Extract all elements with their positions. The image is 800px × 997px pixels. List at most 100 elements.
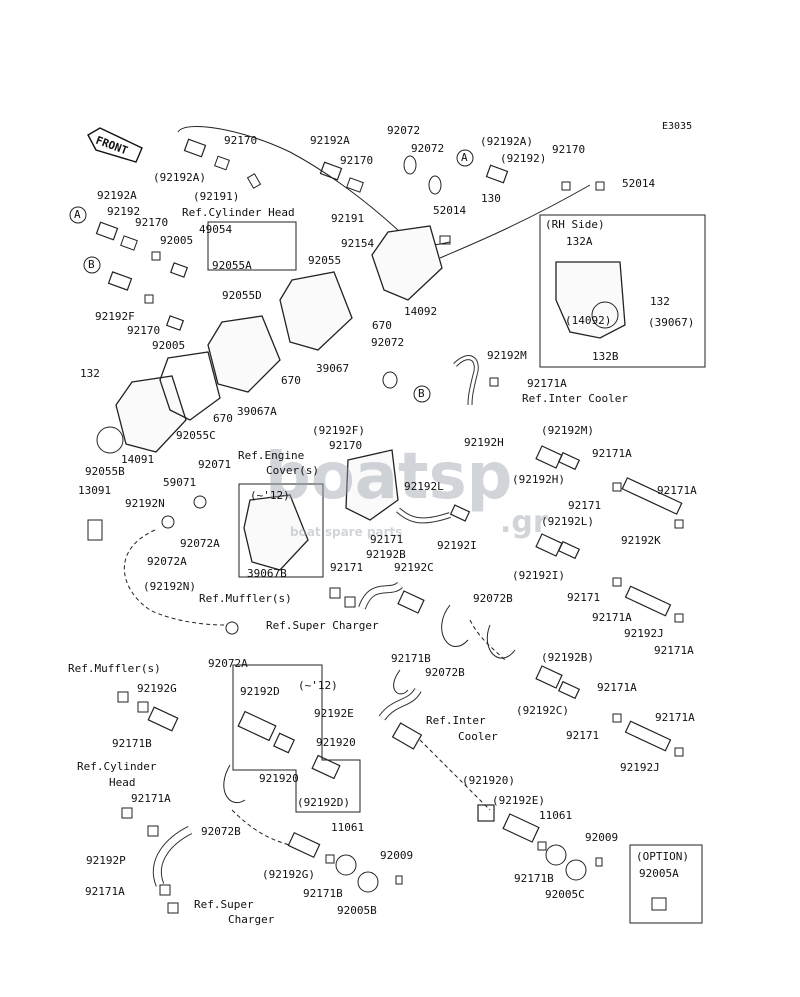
part-label: 132: [80, 367, 100, 380]
part-label: 92171B: [112, 737, 152, 750]
part-label: 92009: [380, 849, 414, 862]
part-label: 92170: [340, 154, 374, 167]
part-label: 92192M: [487, 349, 527, 362]
option-title: (OPTION): [636, 850, 689, 863]
part-label: 132B: [592, 350, 619, 363]
front-arrow-icon: [87, 127, 143, 163]
part-label: 92192J: [624, 627, 664, 640]
part-label: (92192D): [297, 796, 350, 809]
ref-label: Head: [109, 776, 136, 789]
part-label: 92072: [411, 142, 445, 155]
part-label: (92192I): [512, 569, 565, 582]
part-label: 92192I: [437, 539, 477, 552]
part-label: 92171A: [655, 711, 695, 724]
part-label: 14091: [121, 453, 155, 466]
watermark-subtitle: boat spare parts: [290, 525, 403, 539]
part-label: 92192E: [314, 707, 354, 720]
part-label: 92171B: [391, 652, 431, 665]
part-label: 39067A: [237, 405, 277, 418]
part-label: 92192P: [86, 854, 126, 867]
part-label: 92171B: [514, 872, 554, 885]
part-label: 14092: [404, 305, 438, 318]
part-label: 92071: [198, 458, 232, 471]
part-label: 92171A: [85, 885, 125, 898]
part-label: 92171A: [657, 484, 697, 497]
part-label: (92192E): [492, 794, 545, 807]
ref-label: Ref.Inter: [426, 714, 486, 727]
part-label: 92005A: [639, 867, 679, 880]
part-label: 92192B: [366, 548, 406, 561]
part-label: (39067): [648, 316, 695, 329]
part-label: 92192H: [464, 436, 504, 449]
part-label: 92170: [552, 143, 586, 156]
part-label: 92072A: [180, 537, 220, 550]
part-label: (921920): [462, 774, 515, 787]
ref-label: Ref.Cylinder Head: [182, 206, 295, 219]
part-label: (92192L): [541, 515, 594, 528]
ref-label: Ref.Engine: [238, 449, 305, 462]
part-label: 92192F: [95, 310, 135, 323]
ref-label: Ref.Muffler(s): [199, 592, 292, 605]
part-label: 92072A: [208, 657, 248, 670]
part-label: 92171: [567, 591, 601, 604]
part-label: 92072: [371, 336, 405, 349]
part-label: 92055B: [85, 465, 125, 478]
part-label: 11061: [539, 809, 573, 822]
part-label: 92154: [341, 237, 375, 250]
part-label: 39067: [316, 362, 350, 375]
part-label: 92072B: [473, 592, 513, 605]
part-label: 670: [372, 319, 392, 332]
callout-a-left: A: [74, 208, 81, 221]
ref-label: Ref.Super: [194, 898, 254, 911]
part-label: (92191): [193, 190, 240, 203]
part-label: 92072B: [425, 666, 465, 679]
part-label: 921920: [316, 736, 356, 749]
ref-label: Ref.Muffler(s): [68, 662, 161, 675]
part-label: 132A: [566, 235, 593, 248]
part-label: 92170: [127, 324, 161, 337]
part-label: 92171: [568, 499, 602, 512]
part-label: 921920: [259, 772, 299, 785]
part-label: 49054: [199, 223, 233, 236]
part-label: 92192C: [394, 561, 434, 574]
part-label: 92171A: [654, 644, 694, 657]
part-label: 92055D: [222, 289, 262, 302]
part-label: 92072: [387, 124, 421, 137]
watermark-tld: .gr: [500, 505, 548, 540]
part-label: 92171A: [131, 792, 171, 805]
part-label: 92192G: [137, 682, 177, 695]
part-label: 92170: [329, 439, 363, 452]
part-label: 92171A: [527, 377, 567, 390]
part-label: 13091: [78, 484, 112, 497]
part-label: 92170: [135, 216, 169, 229]
part-label: 92192N: [125, 497, 165, 510]
part-label: 92072B: [201, 825, 241, 838]
diagram-code: E3035: [662, 121, 693, 132]
years-title-2: (~'12): [298, 679, 338, 692]
part-label: 92072A: [147, 555, 187, 568]
part-label: 670: [213, 412, 233, 425]
part-label: 132: [650, 295, 670, 308]
part-label: 52014: [622, 177, 656, 190]
part-label: (92192A): [153, 171, 206, 184]
ref-label: Ref.Super Charger: [266, 619, 379, 632]
part-label: 92192: [107, 205, 141, 218]
ref-label: Charger: [228, 913, 275, 926]
ref-label: Cover(s): [266, 464, 319, 477]
part-label: 92192A: [310, 134, 350, 147]
part-label: 59071: [163, 476, 197, 489]
part-label: 52014: [433, 204, 467, 217]
part-label: 92171: [370, 533, 404, 546]
part-label: (92192H): [512, 473, 565, 486]
part-label: (92192C): [516, 704, 569, 717]
callout-a-right: A: [461, 151, 468, 164]
part-label: 92005C: [545, 888, 585, 901]
ref-label: Cooler: [458, 730, 498, 743]
part-label: 92171: [566, 729, 600, 742]
watermark-logo: boatsp: [265, 440, 513, 514]
part-label: 92005: [160, 234, 194, 247]
part-label: (14092): [565, 314, 612, 327]
part-label: (92192M): [541, 424, 594, 437]
